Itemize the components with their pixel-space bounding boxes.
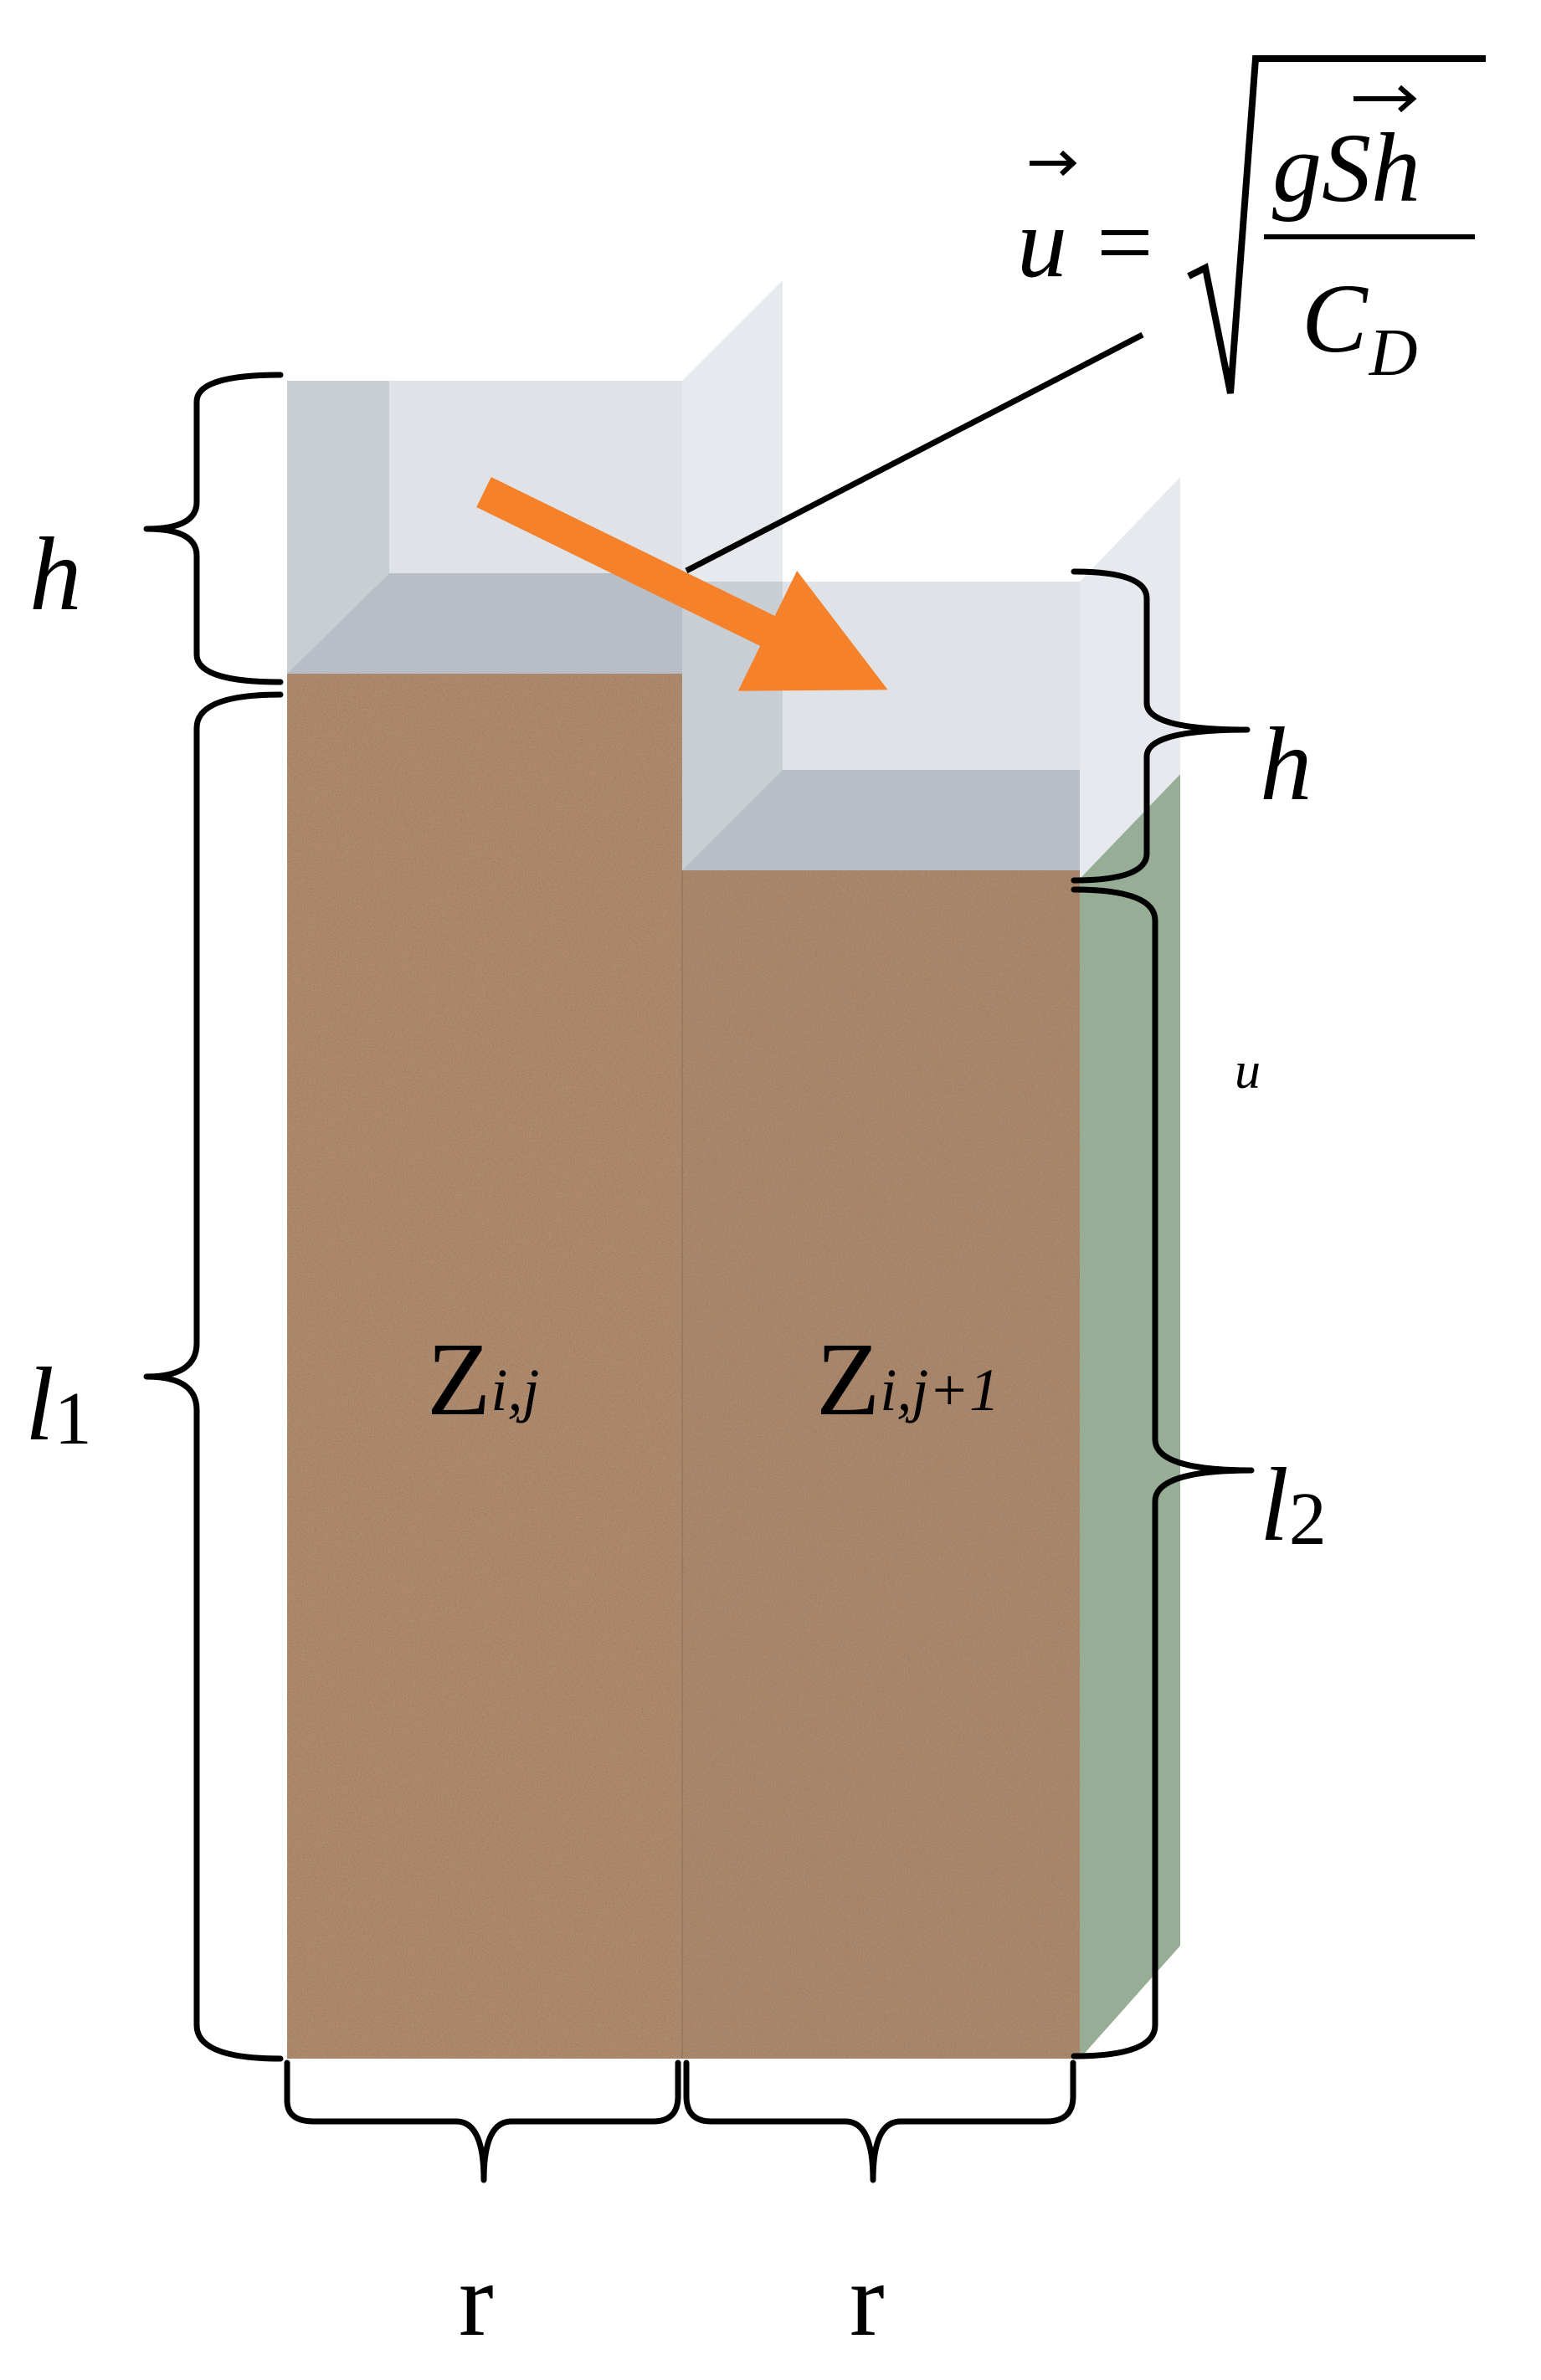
right-column-side-face (1080, 774, 1180, 2059)
formula-denominator-sub: D (1369, 316, 1418, 390)
r-left-label: r (459, 2243, 494, 2358)
z-right-label: Z (816, 1322, 880, 1438)
formula-lhs: u (1017, 187, 1067, 298)
r-right-brace (683, 2059, 1076, 2183)
u-small-label: u (1235, 1043, 1261, 1100)
u-vector-arrow (1030, 150, 1077, 177)
h-left-brace (143, 372, 284, 685)
r-left-brace (284, 2059, 681, 2183)
left-sediment-column (287, 674, 682, 2059)
svg-text:l2: l2 (1260, 1448, 1327, 1563)
l2-brace (1071, 886, 1255, 2059)
square-root-sign (1187, 55, 1486, 394)
svg-text:l1: l1 (25, 1347, 92, 1463)
formula-leader-line (685, 331, 1144, 574)
r-right-label: r (850, 2243, 885, 2358)
formula-numerator: gSh (1272, 113, 1420, 223)
z-left-label: Z (427, 1322, 491, 1438)
svg-text:Zi,j+1: Zi,j+1 (816, 1322, 999, 1438)
velocity-formula: u = gSh CD (1017, 55, 1486, 394)
z-left-subscript: i,j (491, 1357, 539, 1423)
svg-text:CD: CD (1302, 264, 1418, 390)
l1-subscript: 1 (54, 1377, 92, 1460)
formula-equals: = (1097, 187, 1153, 298)
h-left-label: h (29, 517, 82, 633)
l1-label: l (25, 1347, 54, 1463)
formula-denominator-base: C (1302, 264, 1369, 373)
h-right-label: h (1260, 707, 1312, 823)
l2-subscript: 2 (1289, 1478, 1327, 1561)
svg-text:Zi,j: Zi,j (427, 1322, 539, 1438)
h-right-brace (1071, 568, 1251, 884)
right-sediment-column (682, 870, 1080, 2059)
l2-label: l (1260, 1448, 1289, 1563)
flow-arrow (476, 477, 888, 691)
z-right-subscript: i,j+1 (880, 1357, 999, 1423)
s-vector-arrow (1354, 85, 1417, 113)
l1-brace (143, 691, 284, 2062)
